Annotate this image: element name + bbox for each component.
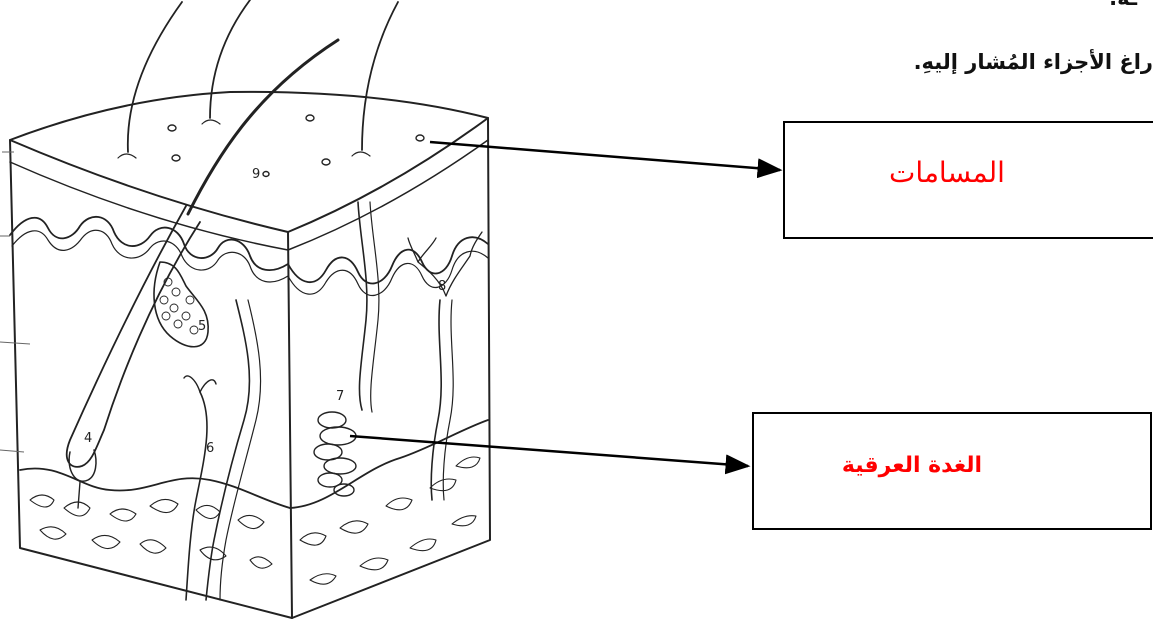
label-sweat-gland: الغدة العرقية	[841, 452, 983, 478]
hair-bulb-stem	[77, 481, 81, 509]
hair-shaft-2	[209, 0, 251, 119]
nerve-endings-8	[407, 231, 483, 297]
diagram-number-4: 4	[84, 431, 92, 446]
block-front-corner	[287, 231, 293, 619]
hair-shaft-1	[126, 1, 183, 153]
hair-follicle	[65, 205, 201, 468]
instruction-text: راغ الأجزاء المُشار إليهِ.	[913, 50, 1153, 74]
hair-shaft-long	[186, 38, 340, 216]
nerve-fiber-6-branch	[183, 375, 217, 393]
pores-pointer-arrow	[429, 140, 783, 179]
fat-cells	[29, 456, 481, 585]
label-pores: المسامات	[889, 155, 1005, 189]
pores	[167, 114, 425, 178]
surface-crease-3	[351, 151, 371, 157]
blood-vessel-left-inner	[219, 299, 262, 601]
diagram-number-6: 6	[206, 441, 214, 456]
sebaceous-gland-cells	[159, 277, 199, 335]
sweat-gland-coil	[313, 411, 357, 497]
nerve-fiber-6	[185, 391, 208, 601]
sweat-duct-inner	[369, 201, 380, 413]
epidermis-layer-line	[9, 139, 489, 251]
dermis-boundary-right	[287, 236, 489, 285]
nerve-fiber-8	[430, 299, 442, 501]
surface-crease-2	[201, 119, 221, 125]
diagram-number-9: 9	[252, 167, 260, 182]
dermis-boundary-left-inner	[11, 229, 289, 283]
hair-root-bulb	[68, 449, 97, 483]
fat-layer-boundary-left	[19, 467, 291, 509]
diagram-number-7: 7	[336, 389, 344, 404]
skin-block-outline	[9, 90, 491, 619]
sweat-gland-pointer-arrow	[349, 434, 751, 475]
label-box-pores: المسامات	[783, 121, 1153, 239]
hair-shaft-3	[361, 1, 399, 151]
epidermis-top-edge	[9, 117, 489, 233]
blood-vessel-left	[205, 299, 251, 601]
nerve-fiber-8-inner	[442, 299, 454, 501]
dermis-boundary-left	[9, 216, 289, 271]
sebaceous-gland	[153, 261, 209, 348]
margin-ticks	[0, 151, 31, 453]
diagram-number-8: 8	[438, 279, 446, 294]
dermis-boundary-right-inner	[287, 250, 489, 296]
instruction-fragment: ـه.	[1109, 0, 1137, 10]
diagram-number-5: 5	[198, 319, 206, 334]
surface-crease-1	[117, 153, 137, 159]
label-box-sweat-gland: الغدة العرقية	[752, 412, 1152, 530]
sweat-duct	[357, 201, 368, 411]
fat-layer-boundary-right	[289, 419, 489, 509]
